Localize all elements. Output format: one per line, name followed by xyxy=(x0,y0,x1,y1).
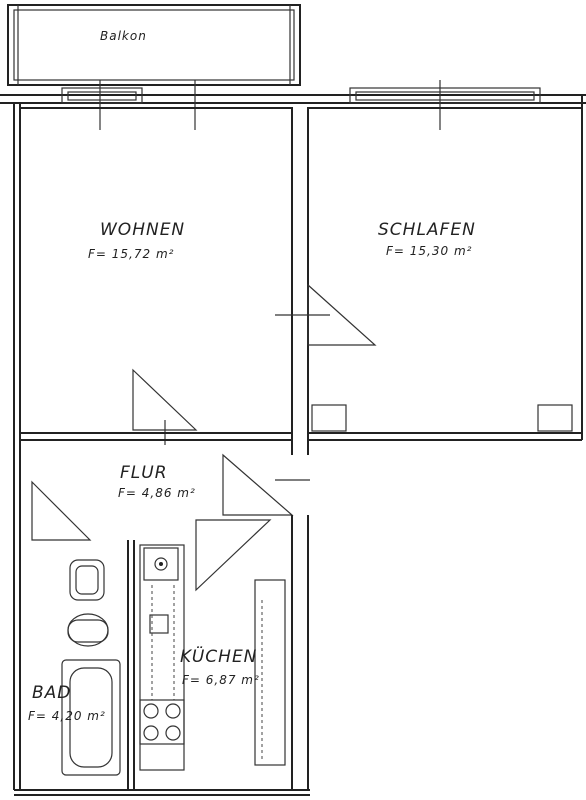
kuechen-area: F= 6,87 m² xyxy=(182,673,260,687)
balcony-label: Balkon xyxy=(100,29,147,43)
windows xyxy=(61,80,541,130)
schlafen-area: F= 15,30 m² xyxy=(386,244,472,258)
flur-label: FLUR xyxy=(120,463,168,483)
room-flur: FLUR F= 4,86 m² xyxy=(20,432,582,500)
kitchen-sink-icon xyxy=(143,547,179,581)
room-schlafen: SCHLAFEN F= 15,30 m² xyxy=(307,107,583,434)
kitchen-walls xyxy=(127,515,309,790)
wohnen-area: F= 15,72 m² xyxy=(88,247,174,261)
bathtub-icon xyxy=(61,659,121,776)
wohnen-label: WOHNEN xyxy=(100,220,185,240)
room-wohnen: WOHNEN F= 15,72 m² xyxy=(19,107,293,434)
bathroom-fixtures: BAD F= 4,20 m² xyxy=(28,559,121,776)
bad-label: BAD xyxy=(32,683,71,703)
kuechen-label: KÜCHEN xyxy=(180,645,257,667)
kitchen-fixtures: KÜCHEN F= 6,87 m² xyxy=(139,544,286,771)
sink-icon xyxy=(69,559,105,601)
flur-area: F= 4,86 m² xyxy=(118,486,196,500)
bad-area: F= 4,20 m² xyxy=(28,709,106,723)
schlafen-label: SCHLAFEN xyxy=(378,220,476,240)
stove-icon xyxy=(139,699,185,745)
balcony: Balkon xyxy=(7,4,301,86)
doors xyxy=(31,283,377,592)
partition-wall xyxy=(291,108,309,455)
